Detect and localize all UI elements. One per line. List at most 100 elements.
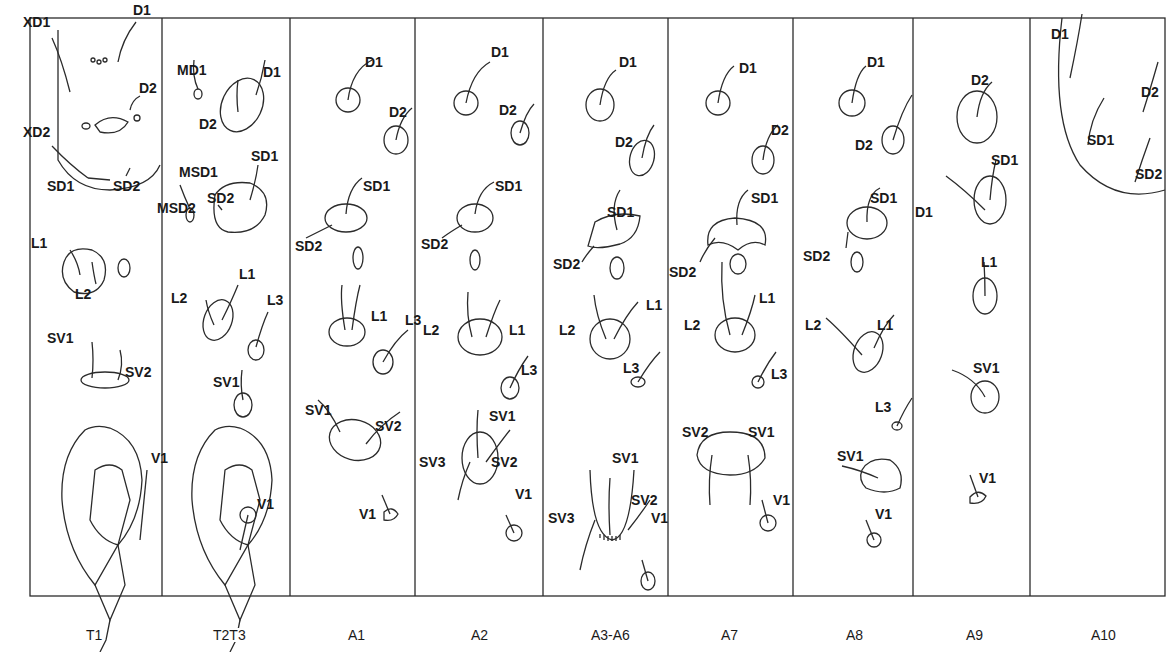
seta [130,96,140,110]
seta-label: MSD2 [156,201,197,215]
seta-label: V1 [772,493,791,507]
seta [88,178,110,180]
seta [256,312,268,347]
pinaculum [715,318,755,352]
seta-label: L1 [370,309,388,323]
pinaculum [861,459,902,492]
pinaculum [97,60,101,64]
seta [466,62,490,103]
seta [722,262,730,335]
seta-label: SV1 [488,409,516,423]
seta-label: SV2 [124,365,152,379]
segment-frame [414,18,415,596]
seta-label: SV2 [681,425,709,439]
seta-label: L3 [404,313,422,327]
seta-label: SD2 [552,257,581,271]
pinaculum [600,534,620,541]
seta [594,295,606,339]
seta-label: XD2 [22,125,51,139]
seta [92,342,93,378]
segment-label: A2 [470,628,489,642]
seta-label: L2 [170,291,188,305]
seta [642,125,654,158]
thoracic-leg [225,545,255,620]
seta [486,300,500,337]
seta-label: SV1 [611,451,639,465]
seta-label: SD2 [802,249,831,263]
seta-label: SD1 [46,179,75,193]
pinaculum [58,18,1165,590]
seta-label: V1 [150,451,169,465]
seta [762,500,768,523]
seta-label: D1 [262,65,282,79]
seta [118,350,122,380]
seta-label: SD1 [869,191,898,205]
pinaculum [214,183,267,233]
seta [240,515,248,550]
seta [241,370,243,400]
seta-label: L1 [508,323,526,337]
seta-label: SV2 [374,419,402,433]
seta [506,515,514,533]
seta-label: D1 [914,205,934,219]
seta-label: V1 [978,471,997,485]
seta-label: D2 [854,138,874,152]
seta [580,520,595,570]
seta [897,398,912,426]
segment-frame [792,18,793,596]
segment-frame [912,18,913,596]
seta-label: D2 [614,135,634,149]
segment-frame [161,18,162,596]
seta [346,178,362,214]
seta-label: D1 [132,3,152,17]
seta [383,330,408,362]
seta-label: D2 [388,105,408,119]
seta-label: D2 [138,81,158,95]
seta-label: V1 [256,497,275,511]
segment-frame [289,18,290,596]
seta [642,560,648,581]
pinaculum [458,319,502,355]
seta-label: SD1 [250,149,279,163]
pinaculum [590,319,630,359]
seta-label: SD1 [990,153,1019,167]
seta [222,285,238,320]
seta-label: L1 [238,267,256,281]
seta [600,70,616,105]
seta-label: D1 [618,55,638,69]
seta-label: L3 [622,361,640,375]
seta-label: L2 [74,287,92,301]
pinaculum [329,318,365,346]
pinaculum [588,214,640,248]
pinaculum [118,259,130,277]
seta-label: SV2 [630,493,658,507]
pinaculum [248,340,264,360]
seta-label: L2 [683,318,701,332]
segment-label: A3-A6 [590,628,631,642]
seta [700,238,715,262]
pinaculum [610,257,624,279]
pinaculum [457,204,493,232]
seta-label: L3 [874,400,892,414]
seta-label: V1 [358,507,377,521]
seta-label: D1 [866,55,886,69]
seta [520,104,534,133]
seta [614,302,638,339]
segment-label: A8 [845,628,864,642]
seta-label: SV1 [46,331,74,345]
seta [92,262,96,284]
pinaculum [82,123,90,129]
seta [893,95,912,140]
seta-label: D2 [770,123,790,137]
seta [218,205,222,210]
pinaculum [353,247,363,269]
seta [970,475,978,497]
seta-label: V1 [650,511,669,525]
seta [842,466,878,478]
seta [866,520,874,540]
seta-label: L2 [558,323,576,337]
seta [742,295,755,335]
segment-frame [1029,18,1030,596]
segment-label: T1 [85,628,103,642]
